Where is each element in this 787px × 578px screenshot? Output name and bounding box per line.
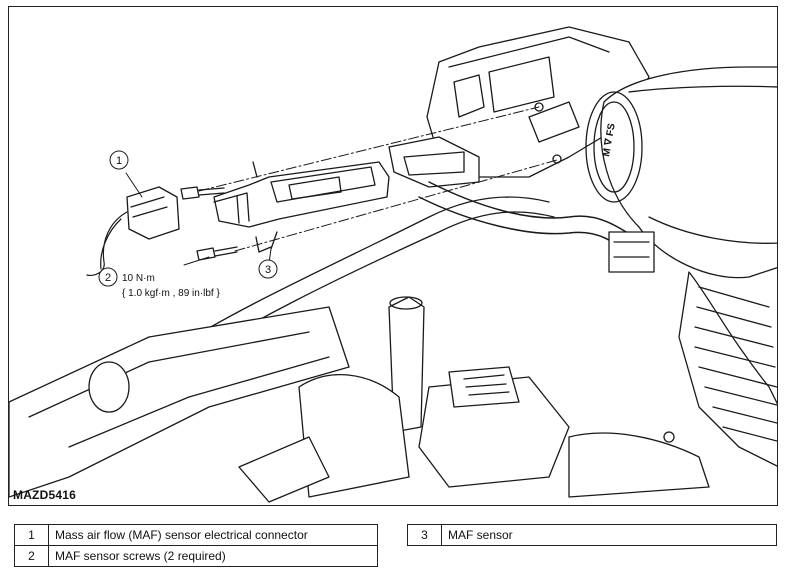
legend-label: Mass air flow (MAF) sensor electrical co…	[48, 524, 378, 546]
alignment-lines	[198, 106, 558, 252]
legend-label: MAF sensor	[441, 524, 777, 546]
legend-table-right: 3 MAF sensor	[407, 524, 777, 546]
torque-spec-alt: { 1.0 kgf·m , 89 in·lbf }	[122, 288, 220, 299]
intake-duct	[585, 66, 777, 467]
engine-illustration: 1 2 10 N·m { 1.0 kgf·m , 89 in·lbf } 3 M…	[9, 26, 777, 503]
callout-1: 1	[109, 150, 129, 170]
diagram-frame: 1 2 10 N·m { 1.0 kgf·m , 89 in·lbf } 3 M…	[8, 6, 778, 506]
maf-sensor-shape	[213, 161, 390, 253]
legend-number: 1	[14, 524, 49, 546]
callout-3: 3	[258, 259, 278, 279]
legend-number: 3	[407, 524, 442, 546]
legend-row: 3 MAF sensor	[407, 524, 777, 546]
callout-1-number: 1	[116, 155, 122, 167]
figure-id: MAZD5416	[13, 488, 76, 502]
legend-row: 1 Mass air flow (MAF) sensor electrical …	[14, 524, 378, 546]
lower-engine	[9, 296, 710, 503]
legend-label: MAF sensor screws (2 required)	[48, 545, 378, 567]
maf-connector-shape	[86, 186, 180, 277]
maf-screws-shape	[180, 186, 238, 261]
legend-number: 2	[14, 545, 49, 567]
torque-spec-nm: 10 N·m	[122, 273, 155, 284]
legend-row: 2 MAF sensor screws (2 required)	[14, 545, 378, 567]
air-cleaner-housing	[388, 26, 650, 188]
legend-table-left: 1 Mass air flow (MAF) sensor electrical …	[14, 524, 378, 567]
callout-2-number: 2	[105, 272, 111, 284]
callout-3-number: 3	[265, 264, 271, 276]
callout-2: 2 10 N·m { 1.0 kgf·m , 89 in·lbf }	[98, 267, 220, 299]
